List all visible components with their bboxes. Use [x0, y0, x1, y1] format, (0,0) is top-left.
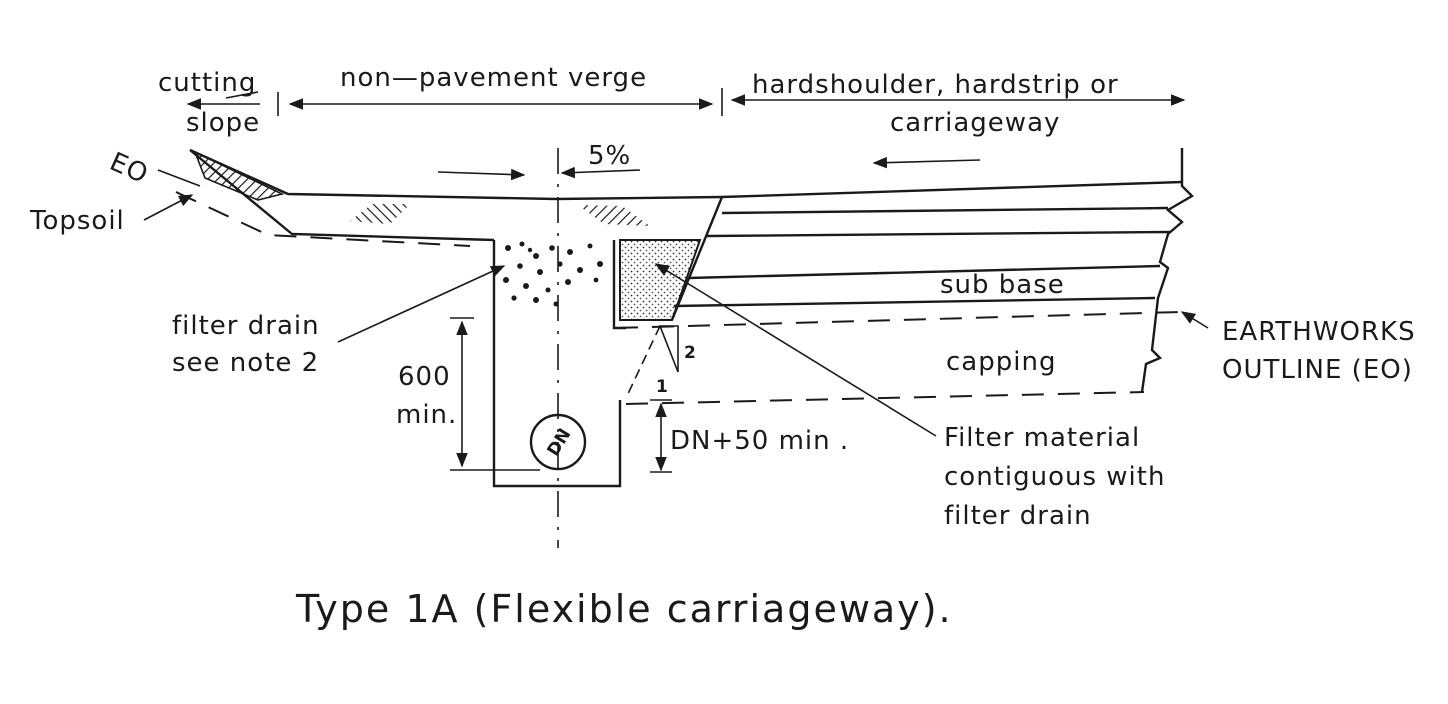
filter-drain-label-1: filter drain: [172, 311, 320, 341]
fall-arrows: [437, 156, 981, 181]
leader-lines: [143, 169, 1209, 437]
cutting-slope-label-1: cutting: [158, 68, 256, 98]
diagram-title: Type 1A (Flexible carriageway).: [295, 587, 953, 631]
labels: cutting slope non—pavement verge hardsho…: [29, 63, 1416, 631]
sub-base-label: sub base: [940, 270, 1065, 300]
slope-rise-label: 2: [684, 343, 696, 363]
hardshoulder-label-1: hardshoulder, hardstrip or: [752, 70, 1119, 100]
filter-drain-trench: [492, 239, 702, 488]
capping-label: capping: [946, 347, 1056, 377]
earthworks-label-2: OUTLINE (EO): [1222, 355, 1413, 385]
pavement-layers: [615, 148, 1194, 405]
filter-stones: [503, 241, 603, 307]
eo-label: EO: [105, 147, 153, 190]
topsoil-label: Topsoil: [29, 206, 125, 236]
earthworks-label-1: EARTHWORKS: [1222, 317, 1416, 347]
filter-material-label-3: filter drain: [944, 501, 1092, 531]
depth-label-2: min.: [396, 400, 457, 430]
pipe-label: DN: [543, 425, 575, 460]
fall-label: 5%: [588, 141, 631, 171]
filter-drain-label-2: see note 2: [172, 348, 319, 378]
pipe: [529, 413, 587, 471]
slope-run-label: 1: [656, 377, 668, 397]
top-dimension-lines: [186, 88, 1186, 116]
cutting-slope-label-2: slope: [186, 108, 260, 138]
verge-surface: [175, 148, 1183, 247]
depth-label-1: 600: [398, 362, 451, 392]
dn-clearance-label: DN+50 min .: [670, 426, 849, 456]
filter-material-label-1: Filter material: [944, 423, 1140, 453]
verge-label: non—pavement verge: [340, 63, 647, 93]
hardshoulder-label-2: carriageway: [890, 108, 1060, 138]
filter-material-label-2: contiguous with: [944, 462, 1165, 492]
vertical-dimensions: [450, 317, 672, 473]
